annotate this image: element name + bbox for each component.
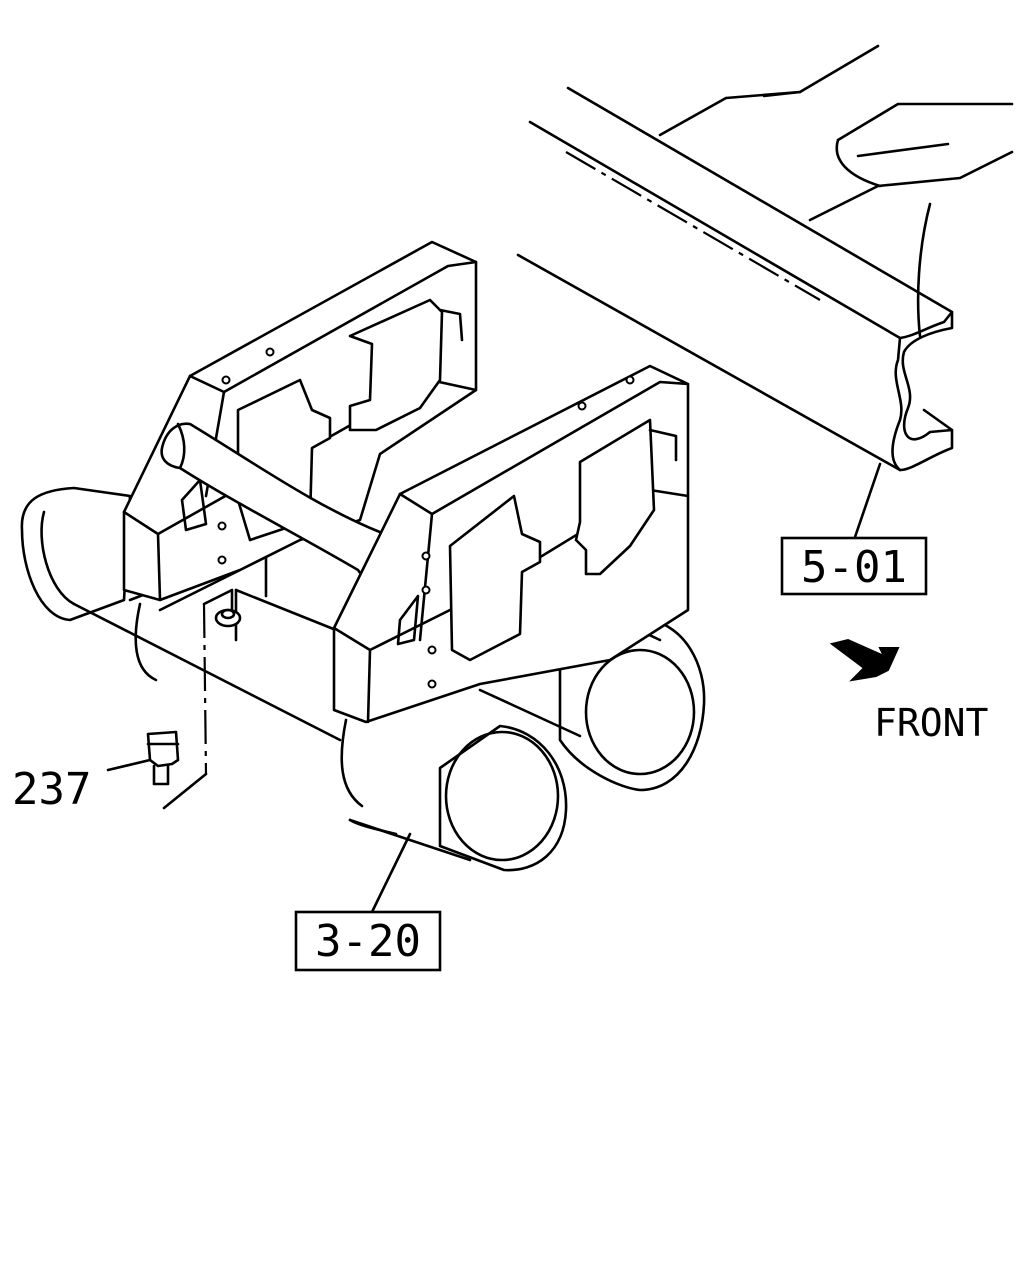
cylinder-left [20, 486, 342, 742]
sensor-237[interactable] [146, 588, 242, 810]
callout-box-3-20[interactable]: 3-20 [294, 910, 442, 972]
front-label: FRONT [874, 701, 988, 745]
bracket-right [332, 364, 690, 724]
front-arrow-icon [829, 638, 900, 682]
leader-237 [106, 758, 152, 772]
callout-5-01-text: 5-01 [801, 542, 907, 593]
cylinder-right-front [348, 724, 568, 872]
leader-5-01 [852, 462, 882, 542]
callout-box-5-01[interactable]: 5-01 [780, 536, 928, 596]
leader-3-20 [370, 832, 412, 914]
part-237-label[interactable]: 237 [12, 764, 91, 815]
callout-3-20-text: 3-20 [315, 916, 421, 967]
frame-rail [516, 44, 1014, 472]
